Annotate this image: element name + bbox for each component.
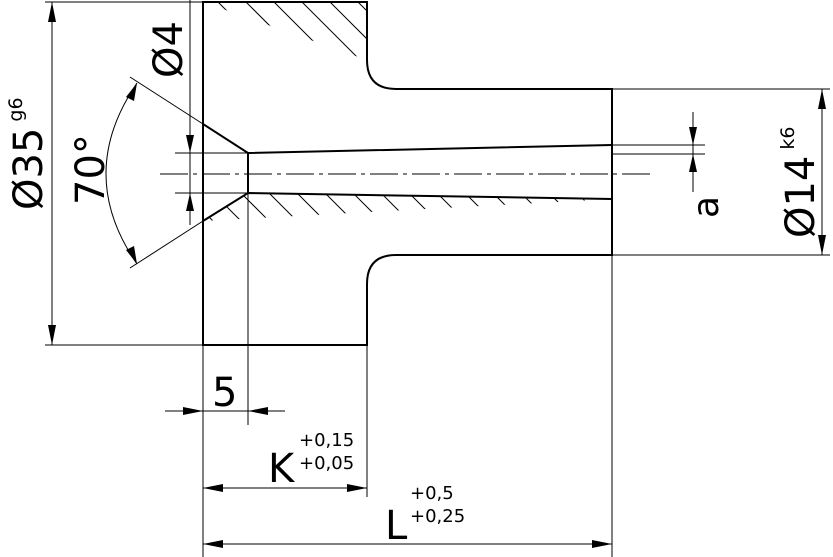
hatch-line xyxy=(203,193,217,221)
svg-text:Ø35g6: Ø35g6 xyxy=(5,97,52,210)
hatch-line xyxy=(664,0,833,557)
hatch-line xyxy=(776,0,833,557)
hatch-line xyxy=(203,2,367,60)
shaft-diameter-label: Ø14k6 xyxy=(777,127,824,238)
hatch-line xyxy=(0,0,188,557)
hatch-line xyxy=(203,193,301,221)
hatch-line xyxy=(804,0,833,557)
svg-text:a: a xyxy=(686,196,727,218)
depth-label: 5 xyxy=(212,370,237,416)
hatch-line xyxy=(607,193,612,221)
hatch-line xyxy=(203,193,469,221)
hatch-line xyxy=(203,193,525,221)
svg-text:+0,05: +0,05 xyxy=(299,453,354,474)
hatch-line xyxy=(524,0,833,557)
hole-diameter-label: Ø4 xyxy=(146,21,192,78)
hatch-line xyxy=(523,193,612,221)
hatch-line xyxy=(299,2,367,60)
hatch-line xyxy=(439,193,612,221)
svg-text:Ø4: Ø4 xyxy=(146,21,192,78)
hatch-line xyxy=(804,0,833,557)
hatch-line xyxy=(440,0,833,557)
hatch-line xyxy=(692,0,833,557)
hatch-line xyxy=(203,2,245,60)
svg-text:70°: 70° xyxy=(68,134,114,205)
svg-text:K: K xyxy=(268,446,296,492)
hatch-line xyxy=(692,0,833,557)
hatch-line xyxy=(203,193,273,221)
hatch-line xyxy=(203,2,367,60)
hatch-line xyxy=(664,0,833,557)
hatch-line xyxy=(720,0,833,557)
hatch-line xyxy=(468,0,833,557)
hatch-line xyxy=(203,193,612,221)
svg-text:+0,25: +0,25 xyxy=(410,506,465,527)
hatch-line xyxy=(411,193,612,221)
hatch-line xyxy=(203,193,441,221)
hatch-line xyxy=(203,2,367,60)
hatch-line xyxy=(299,193,612,221)
hatch-line xyxy=(551,193,612,221)
k-dimension-label: K +0,15 +0,05 xyxy=(268,430,354,492)
hatch-line xyxy=(552,0,833,557)
hatch-line xyxy=(203,193,612,221)
hatch-line xyxy=(496,0,833,557)
hatch-line xyxy=(203,193,245,221)
hatch-line xyxy=(636,0,833,557)
hatch-line xyxy=(636,0,833,557)
hatch-line xyxy=(203,2,367,60)
svg-text:L: L xyxy=(385,503,408,549)
hatch-line xyxy=(271,2,367,60)
hatch-line xyxy=(327,2,367,60)
svg-text:Ø14k6: Ø14k6 xyxy=(777,127,824,238)
hatch-line xyxy=(203,193,612,221)
hatch-line xyxy=(271,193,612,221)
hatch-line xyxy=(0,0,160,557)
hatch-line xyxy=(580,0,833,557)
hatch-line xyxy=(467,193,612,221)
angle-label: 70° xyxy=(68,134,114,205)
hatch-line xyxy=(720,0,833,557)
hatch-line xyxy=(203,2,367,60)
hatch-line xyxy=(495,193,612,221)
svg-text:+0,5: +0,5 xyxy=(410,483,454,504)
hatch-line xyxy=(412,0,833,557)
hatch-line xyxy=(203,2,367,60)
outer-diameter-label: Ø35g6 xyxy=(5,97,52,210)
dimension-lines xyxy=(45,0,830,557)
hatch-line xyxy=(579,193,612,221)
svg-text:+0,15: +0,15 xyxy=(299,430,354,451)
hatch-line xyxy=(383,193,612,221)
hatch-line xyxy=(203,2,217,60)
hatch-line xyxy=(327,193,612,221)
hatch-line xyxy=(0,0,188,557)
hatch-line xyxy=(776,0,833,557)
hatch-line xyxy=(203,193,612,221)
hatch-line xyxy=(748,0,833,557)
hatch-line xyxy=(0,0,160,557)
taper-label: a xyxy=(686,196,727,218)
hatch-line xyxy=(608,0,833,557)
arrowheads xyxy=(48,2,826,548)
hatch-line xyxy=(203,2,367,60)
l-dimension-label: L +0,5 +0,25 xyxy=(385,483,465,549)
hatch-line xyxy=(203,2,273,60)
hatch-line xyxy=(384,0,833,557)
hatch-line xyxy=(355,193,612,221)
hatch-line xyxy=(748,0,833,557)
hatch-line xyxy=(203,2,301,60)
hatch-line xyxy=(355,2,367,60)
